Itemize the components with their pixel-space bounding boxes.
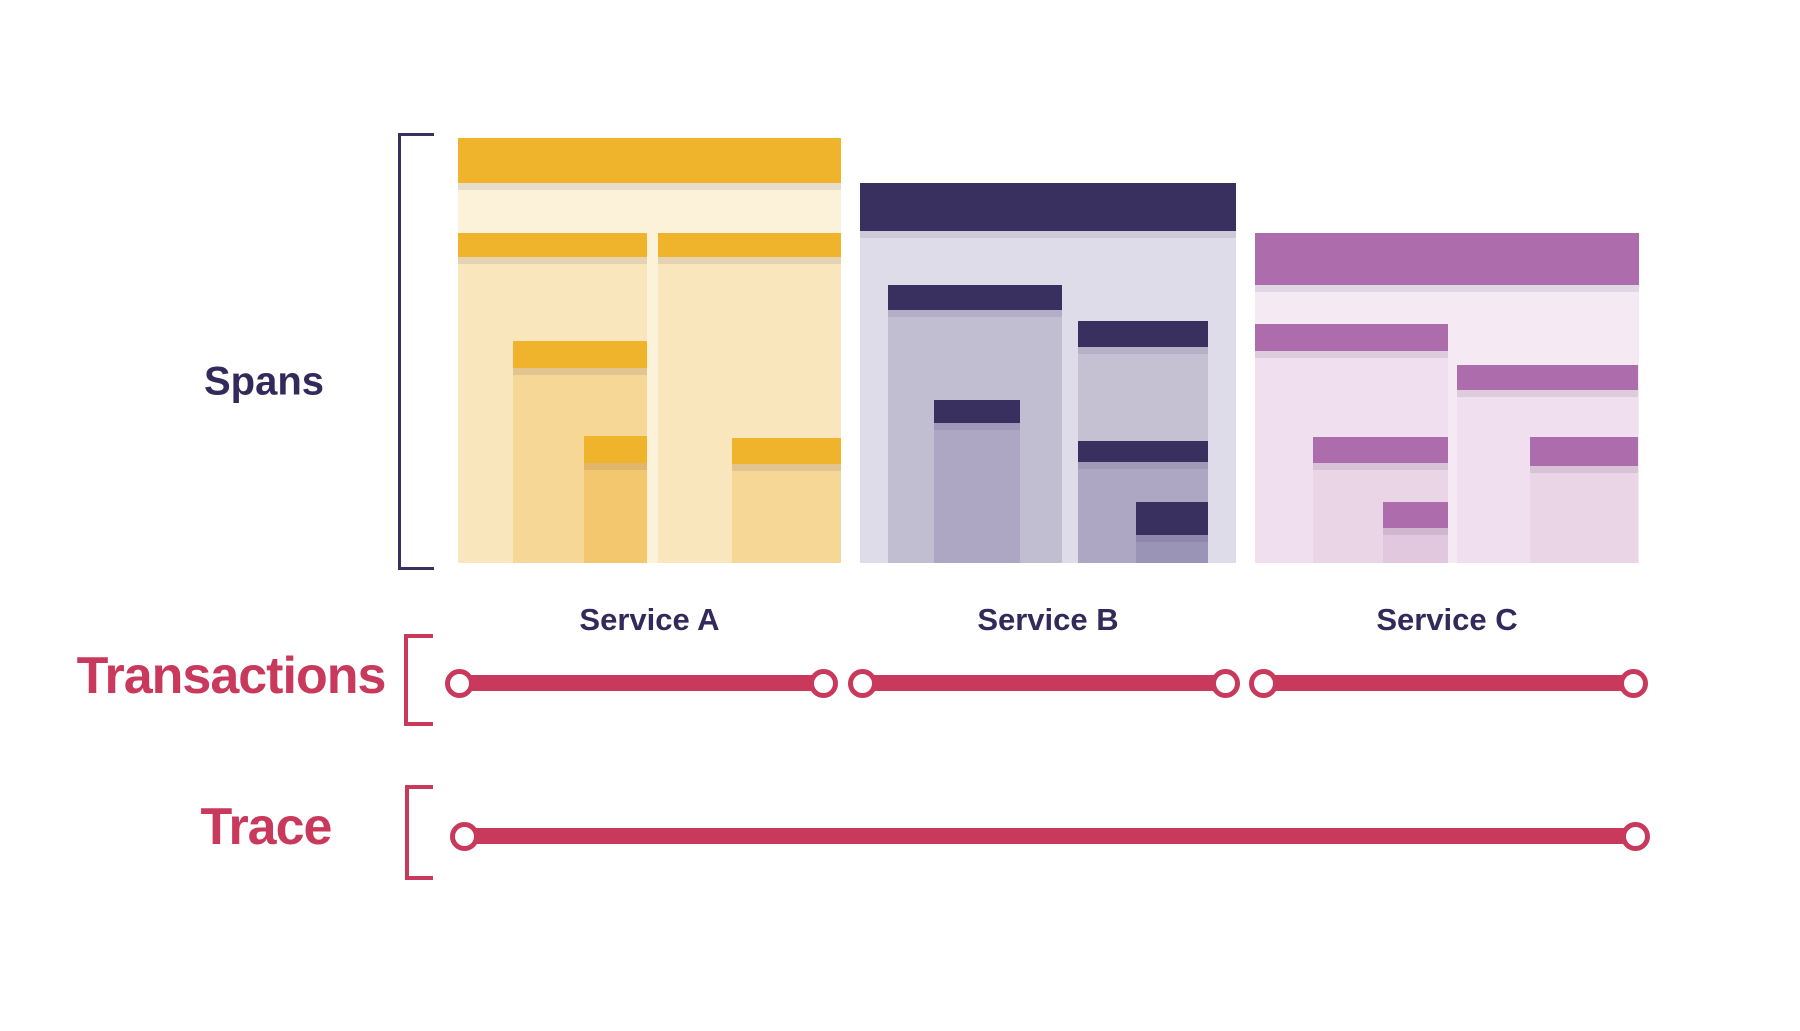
transaction-1-end-dot: [808, 668, 838, 698]
service-c-span-bar-depth-1: [1255, 324, 1448, 351]
service-c-label: Service C: [1376, 602, 1518, 637]
transaction-1-start-dot: [444, 668, 474, 698]
service-a-span-bar-depth-1: [658, 233, 841, 257]
service-b-span-bar-depth-1: [1078, 321, 1208, 347]
service-b-span-body-depth-2: [934, 423, 1020, 563]
trace-1-end-dot: [1620, 821, 1650, 851]
service-a-span-bar-depth-2: [732, 438, 841, 464]
spans-bracket: [398, 133, 434, 570]
transaction-line-3: [1263, 675, 1633, 691]
service-c-span-bar-depth-2: [1530, 437, 1638, 466]
transaction-line-1: [459, 675, 823, 691]
transactions-bracket: [404, 634, 433, 726]
transaction-2-start-dot: [847, 668, 877, 698]
service-b-span-bar-depth-0: [860, 183, 1236, 231]
service-c-span-bar-depth-3: [1383, 502, 1448, 528]
service-a-label: Service A: [579, 602, 720, 637]
trace-bracket: [405, 785, 433, 880]
service-c-span-bar-depth-2: [1313, 437, 1448, 463]
service-a-span-body-depth-2: [732, 464, 841, 563]
service-a-span-body-depth-3: [584, 463, 647, 563]
transaction-3-end-dot: [1618, 668, 1648, 698]
transactions-label: Transactions: [76, 647, 387, 705]
transaction-3-start-dot: [1248, 668, 1278, 698]
trace-label: Trace: [200, 798, 333, 856]
service-c-span-body-depth-2: [1530, 466, 1638, 563]
transaction-line-2: [862, 675, 1225, 691]
service-c-span-bar-depth-0: [1255, 233, 1639, 285]
service-b-span-bar-depth-1: [888, 285, 1062, 310]
service-b-label: Service B: [977, 602, 1119, 637]
service-a-span-bar-depth-2: [513, 341, 647, 368]
service-c-span-body-depth-3: [1383, 528, 1448, 563]
service-b-span-bar-depth-3: [1136, 502, 1208, 535]
transaction-2-end-dot: [1210, 668, 1240, 698]
service-b-span-bar-depth-2: [1078, 441, 1208, 462]
trace-line-1: [464, 828, 1635, 844]
service-b-span-bar-depth-2: [934, 400, 1020, 423]
service-a-span-bar-depth-1: [458, 233, 647, 257]
trace-1-start-dot: [449, 821, 479, 851]
service-a-span-bar-depth-0: [458, 138, 841, 183]
service-a-span-bar-depth-3: [584, 436, 647, 463]
service-c-span-bar-depth-1: [1457, 365, 1638, 390]
spans-label: Spans: [203, 359, 325, 404]
service-b-span-body-depth-3: [1136, 535, 1208, 563]
